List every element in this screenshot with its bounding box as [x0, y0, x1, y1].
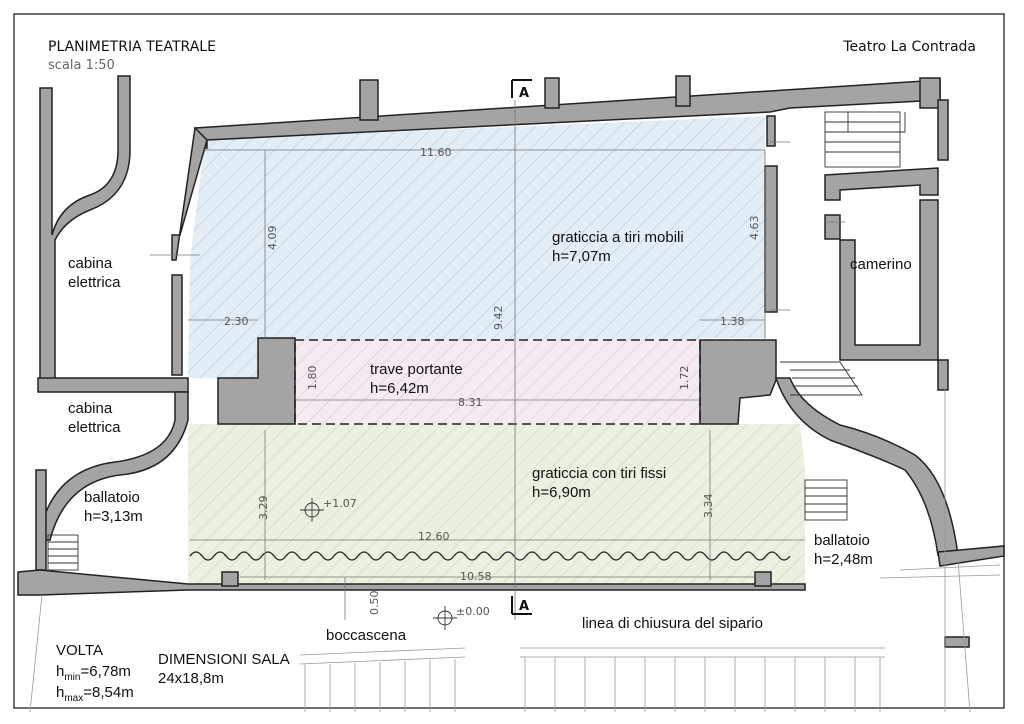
section-marker-bottom-label: A [519, 599, 529, 614]
dim-10-58: 10.58 [460, 570, 492, 583]
volta-hmin-h: h [56, 663, 64, 680]
dim-12-60: 12.60 [418, 530, 450, 543]
section-marker-top-label: A [519, 86, 529, 101]
trave-outline [294, 339, 701, 425]
dim-9-42: 9.42 [492, 306, 505, 331]
dim-8-31: 8.31 [458, 396, 483, 409]
room-cabina-bottom-l1: cabina [68, 400, 113, 417]
zone-mobili-label-l2: h=7,07m [552, 248, 611, 265]
dim-1-38: 1.38 [720, 315, 745, 328]
stairs-mid [780, 361, 863, 396]
volta-title: VOLTA [56, 642, 103, 659]
curtain-line [189, 551, 791, 561]
section-marker-top: A [511, 78, 532, 101]
auditorium-lines [29, 390, 1001, 713]
dim-2-30: 2.30 [224, 315, 249, 328]
zone-fissi-label-l1: graticcia con tiri fissi [532, 465, 666, 482]
room-camerino: camerino [850, 256, 912, 273]
sheet-frame [13, 13, 1005, 709]
sala-value: 24x18,8m [158, 670, 224, 687]
zone-graticcia-fissi-hatch [188, 424, 805, 585]
zone-trave-portante-hatch [295, 340, 700, 424]
room-ballatoio-left-l1: ballatoio [84, 489, 140, 506]
volta-hmax: hmax=8,54m [56, 684, 134, 704]
theatre-name: Teatro La Contrada [842, 39, 976, 55]
room-ballatoio-left-l2: h=3,13m [84, 508, 143, 525]
stairs-top [824, 111, 906, 168]
volta-hmax-h: h [56, 684, 64, 701]
zone-trave-label-l1: trave portante [370, 361, 463, 378]
sheet-title: PLANIMETRIA TEATRALE [48, 39, 216, 55]
dim-3-29: 3.29 [257, 496, 270, 521]
zone-mobili-label-l1: graticcia a tiri mobili [552, 229, 684, 246]
dim-1-80: 1.80 [306, 366, 319, 391]
level-symbol-upper [300, 498, 324, 522]
stairs-right [804, 479, 848, 521]
dim-4-63: 4.63 [748, 216, 761, 241]
room-cabina-bottom-l2: elettrica [68, 419, 121, 436]
dim-1-72: 1.72 [678, 366, 691, 391]
dim-3-34: 3.34 [702, 494, 715, 519]
zone-fissi-label-l2: h=6,90m [532, 484, 591, 501]
room-cabina-top-l1: cabina [68, 255, 113, 272]
volta-hmin-val: =6,78m [80, 663, 130, 680]
volta-hmax-sub: max [64, 693, 83, 704]
label-sipario: linea di chiusura del sipario [582, 615, 763, 632]
room-cabina-top-l2: elettrica [68, 274, 121, 291]
sala-title: DIMENSIONI SALA [158, 651, 290, 668]
level-symbol-stage [433, 606, 457, 630]
dimension-lines [150, 100, 845, 620]
level-stage: ±0.00 [456, 605, 490, 618]
zone-trave-label-l2: h=6,42m [370, 380, 429, 397]
room-ballatoio-right-l1: ballatoio [814, 532, 870, 549]
sheet-scale: scala 1:50 [48, 58, 115, 73]
volta-hmax-val: =8,54m [83, 684, 133, 701]
section-marker-bottom: A [511, 596, 532, 615]
room-ballatoio-right-l2: h=2,48m [814, 551, 873, 568]
volta-hmin: hmin=6,78m [56, 663, 131, 683]
stairs-left [47, 534, 79, 571]
volta-hmin-sub: min [64, 672, 80, 683]
walls [17, 75, 1005, 648]
label-boccascena: boccascena [326, 627, 407, 644]
dim-11-60: 11.60 [420, 146, 452, 159]
dim-0-50: 0.50 [368, 591, 381, 616]
zone-graticcia-mobili-hatch [188, 116, 765, 378]
dim-4-09: 4.09 [266, 226, 279, 251]
level-upper: +1.07 [323, 497, 357, 510]
